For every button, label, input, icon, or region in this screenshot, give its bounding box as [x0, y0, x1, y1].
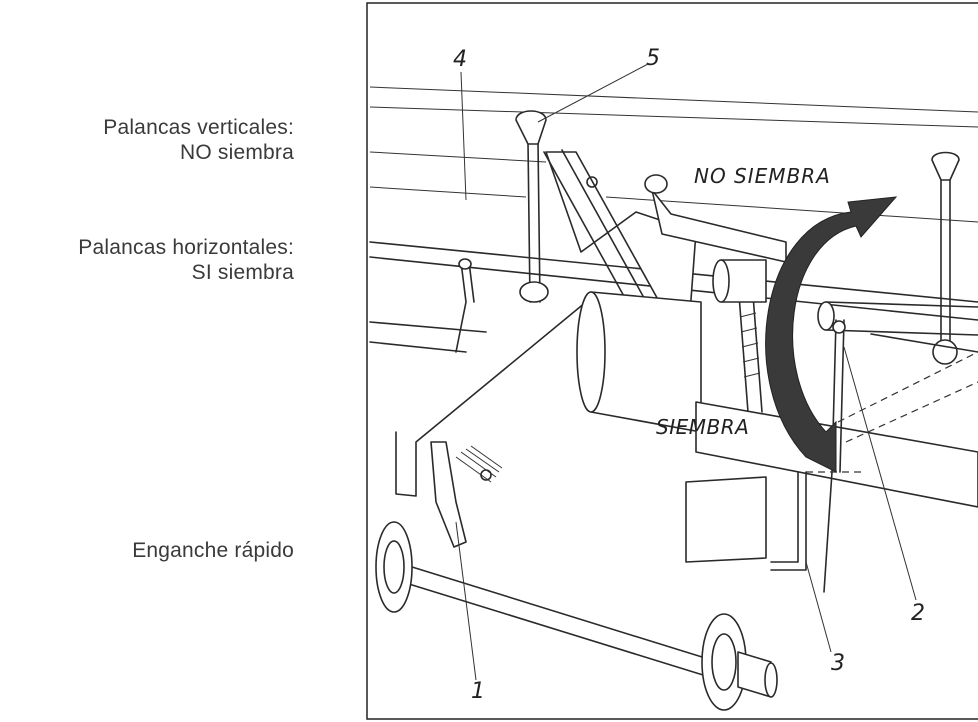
position-arrow: [765, 196, 898, 473]
caption-horizontal-levers: Palancas horizontales: SI siembra: [78, 235, 294, 285]
caption-vertical-title: Palancas verticales:: [103, 116, 294, 139]
technical-illustration: NO SIEMBRA SIEMBRA 4 5 1 3 2: [366, 2, 978, 720]
right-lever: [817, 151, 978, 365]
caption-horizontal-title: Palancas horizontales:: [78, 236, 294, 259]
callout-2: 2: [911, 601, 925, 626]
callout-5: 5: [646, 46, 660, 71]
figure-frame: [366, 2, 978, 720]
quick-hitch-1: [430, 441, 503, 548]
label-siembra: SIEMBRA: [656, 415, 749, 439]
callout-1: 1: [471, 679, 485, 704]
callout-4: 4: [453, 47, 467, 72]
callouts: 4 5 1 3 2: [453, 46, 925, 704]
central-cylinder: [576, 291, 702, 433]
caption-horizontal-value: SI siembra: [191, 261, 294, 284]
crank-assembly: [644, 174, 787, 413]
lever-5: [515, 110, 549, 303]
left-clip: [455, 258, 475, 353]
background-lines: [369, 86, 978, 223]
callout-3: 3: [831, 651, 845, 676]
caption-hitch-title: Enganche rápido: [132, 539, 294, 562]
caption-vertical-value: NO siembra: [179, 141, 294, 164]
front-crossbar: [695, 401, 978, 508]
caption-quick-hitch: Enganche rápido: [132, 538, 294, 563]
wheel-axle: [375, 521, 778, 711]
caption-vertical-levers: Palancas verticales: NO siembra: [103, 115, 294, 165]
label-no-siembra: NO SIEMBRA: [694, 164, 831, 188]
hitch-3: [685, 471, 807, 571]
